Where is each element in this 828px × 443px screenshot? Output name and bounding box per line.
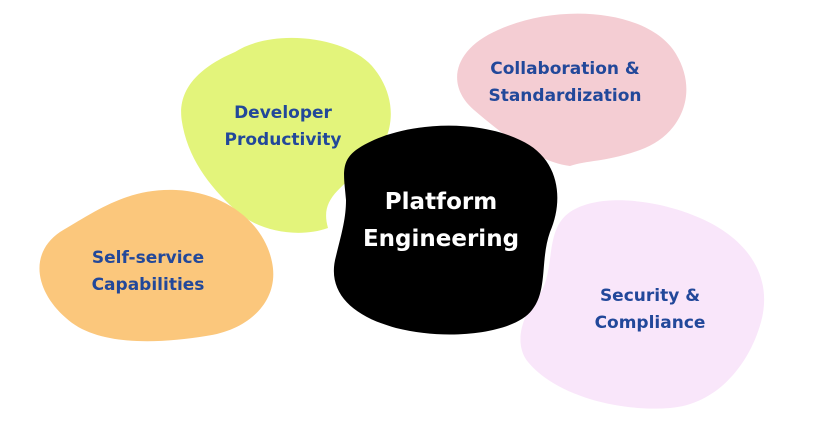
security-compliance-blob	[520, 200, 765, 409]
node-collaboration-standardization: Collaboration & Standardization	[488, 56, 641, 110]
collaboration-standardization-line1: Collaboration &	[490, 59, 640, 79]
platform-engineering-line2: Engineering	[362, 226, 520, 252]
platform-engineering-blob	[333, 125, 558, 335]
self-service-capabilities-blob	[39, 189, 274, 342]
node-platform-engineering: Platform Engineering	[363, 184, 519, 258]
developer-productivity-blob	[181, 37, 391, 233]
node-self-service-capabilities: Self-service Capabilities	[92, 245, 205, 299]
developer-productivity-line2: Productivity	[224, 130, 342, 150]
collaboration-standardization-line2: Standardization	[488, 86, 642, 106]
security-compliance-line1: Security &	[599, 286, 701, 306]
developer-productivity-line1: Developer	[234, 103, 332, 123]
security-compliance-line2: Compliance	[594, 313, 706, 333]
self-service-capabilities-line2: Capabilities	[91, 275, 205, 295]
platform-engineering-line1: Platform	[384, 189, 498, 215]
collaboration-standardization-blob	[457, 13, 687, 166]
node-security-compliance: Security & Compliance	[595, 283, 706, 337]
self-service-capabilities-line1: Self-service	[91, 248, 205, 268]
node-developer-productivity: Developer Productivity	[225, 100, 342, 154]
